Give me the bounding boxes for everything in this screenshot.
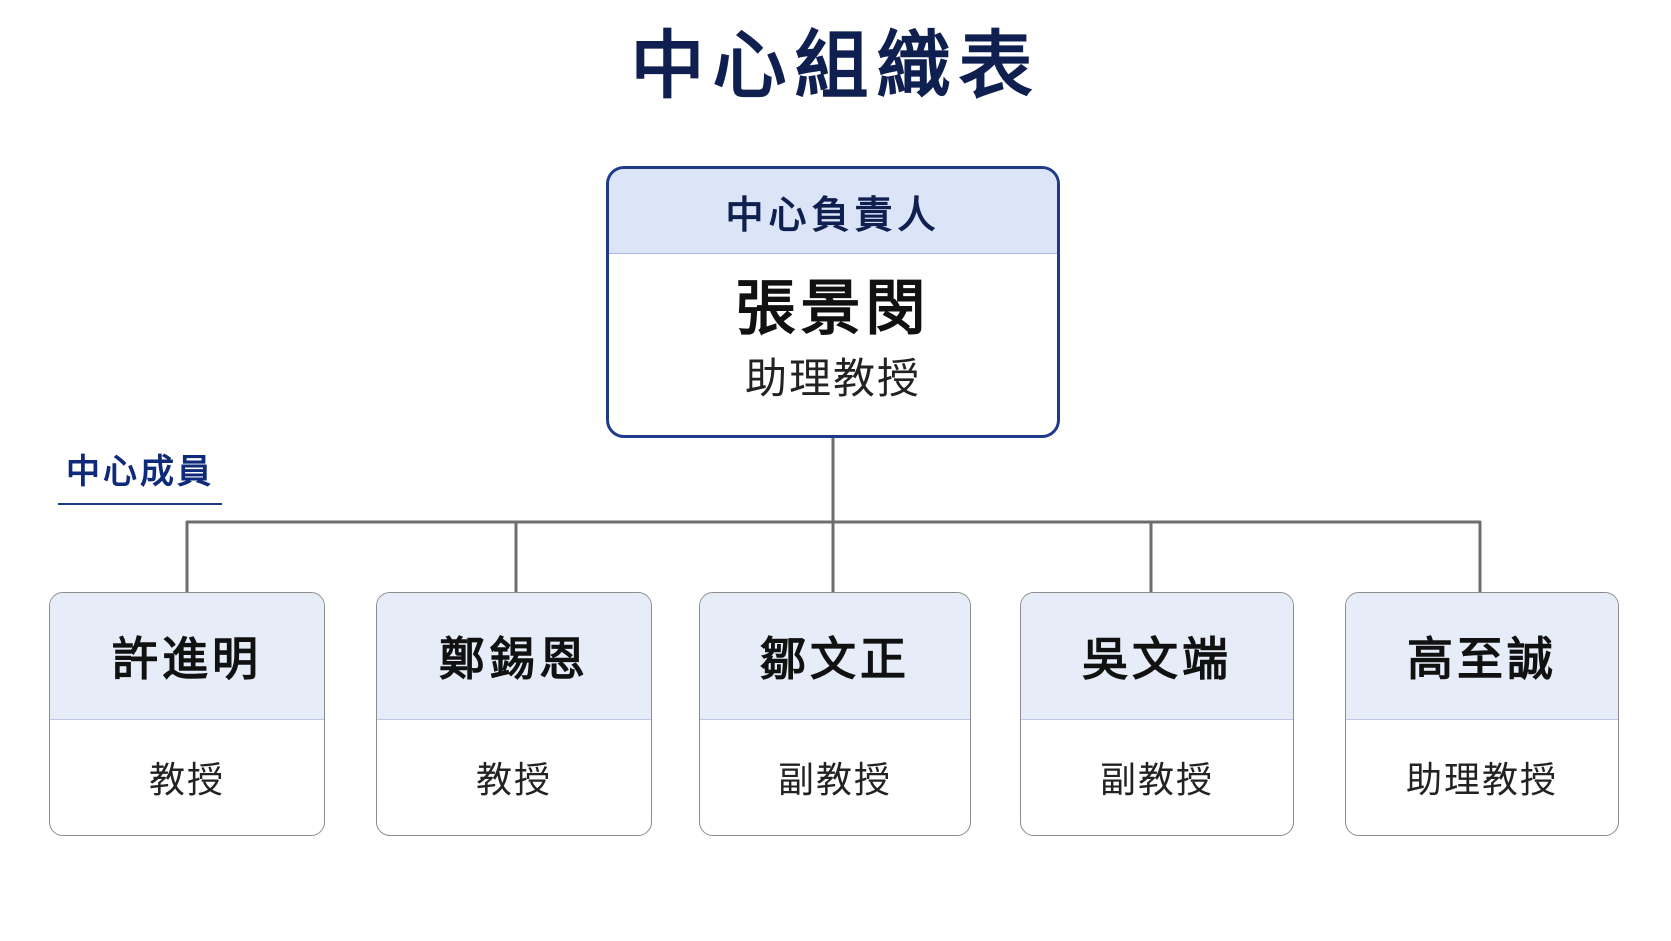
member-card: 鄭錫恩 教授	[376, 592, 652, 836]
member-name: 高至誠	[1346, 593, 1618, 720]
member-name: 許進明	[50, 593, 324, 720]
member-name: 鄭錫恩	[377, 593, 651, 720]
page-title: 中心組織表	[630, 23, 1041, 109]
director-role: 中心負責人	[609, 169, 1057, 254]
member-card: 吳文端 副教授	[1020, 592, 1294, 836]
member-card: 鄒文正 副教授	[699, 592, 971, 836]
member-title: 助理教授	[1405, 760, 1558, 801]
member-card: 許進明 教授	[49, 592, 325, 836]
director-name: 張景閔	[735, 274, 931, 344]
director-card: 中心負責人 張景閔 助理教授	[606, 166, 1060, 438]
member-name: 吳文端	[1021, 593, 1293, 720]
member-title: 教授	[475, 760, 552, 801]
member-card: 高至誠 助理教授	[1345, 592, 1619, 836]
members-section-label: 中心成員	[58, 444, 222, 505]
member-title: 副教授	[1099, 760, 1214, 801]
member-title: 副教授	[777, 760, 892, 801]
member-name: 鄒文正	[700, 593, 970, 720]
member-title: 教授	[148, 760, 225, 801]
director-title: 助理教授	[744, 354, 921, 403]
